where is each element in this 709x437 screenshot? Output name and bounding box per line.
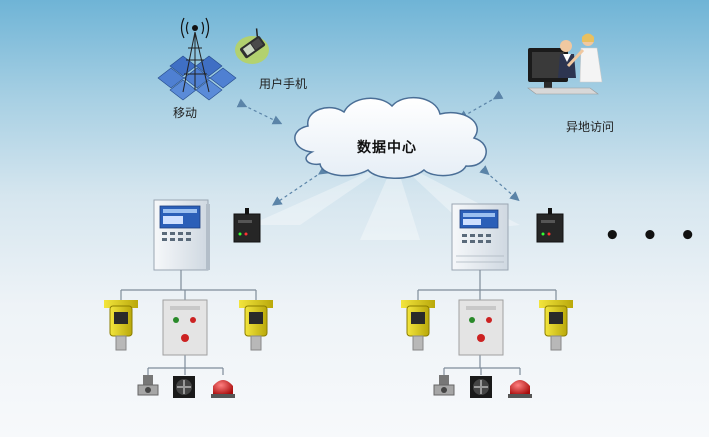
solenoid-valve-icon [433,375,455,396]
connection-arrows [236,90,520,206]
controller-panel [153,199,210,271]
more-sites-ellipsis: • • • [604,221,702,251]
gas-detector-icon [401,300,435,351]
gas-detector-icon [104,300,138,351]
cell-tower-icon [157,17,237,101]
linkage-control-box [458,299,504,356]
controller-panel [451,203,509,271]
mobile-label: 移动 [173,106,198,120]
alarm-light-icon [508,380,532,398]
left-site [104,199,273,398]
network-module [233,208,261,243]
right-site-cloud-arrow [479,165,520,202]
right-site-wiring [417,270,557,375]
solenoid-valve-icon [137,375,159,396]
exhaust-fan-icon [470,376,492,398]
data-center-label: 数据中心 [357,140,417,156]
mobile-cloud-arrow [236,98,283,125]
remote-computer-icon [527,33,603,95]
remote-access-label: 异地访问 [566,120,615,134]
right-site [401,203,573,398]
exhaust-fan-icon [173,376,195,398]
remote-cloud-arrow [457,90,504,120]
alarm-light-icon [211,380,235,398]
user-phone-label: 用户手机 [259,77,308,91]
linkage-control-box [162,299,208,356]
gas-detector-icon [239,300,273,351]
left-site-wiring [120,270,257,375]
gas-detector-icon [539,300,573,351]
mobile-phone-icon [235,28,269,64]
data-center-cloud [294,96,487,179]
network-module [536,208,564,243]
